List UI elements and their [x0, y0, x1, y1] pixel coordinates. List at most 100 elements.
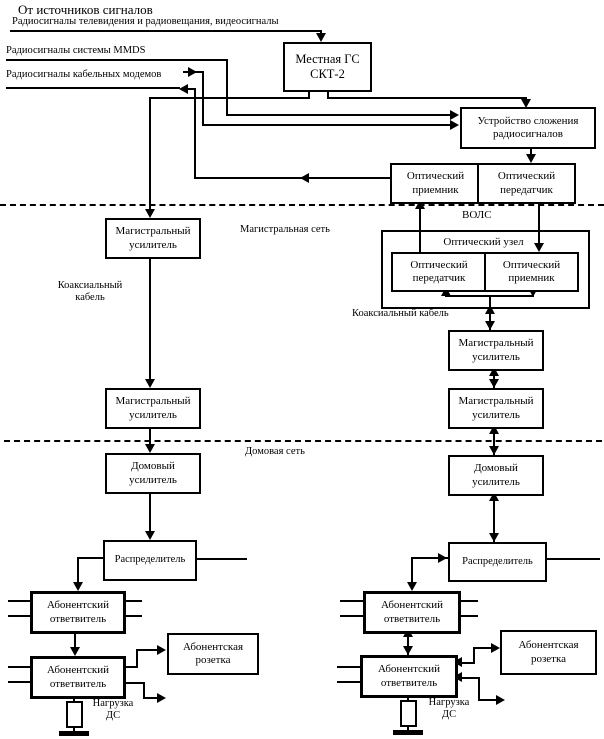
tap-stub [120, 615, 142, 617]
arrowhead-into-tap-left2 [70, 647, 80, 656]
tap-right2-upper-h2 [473, 647, 491, 649]
wire-modems-to-combiner [202, 124, 450, 126]
tap-left1-box: Абонентский ответвитель [30, 591, 126, 634]
link-taps-right [407, 628, 409, 655]
arrowhead-into-outlet-left [157, 645, 166, 655]
tap-right2-upper-h1 [458, 662, 475, 664]
tap-stub [8, 666, 30, 668]
arrowhead-down-tap-right2 [403, 646, 413, 655]
splitter-right-tap-link-v [411, 557, 413, 583]
headend-left-stub [308, 88, 310, 99]
headend-optical-tx-box: Оптический передатчик [477, 163, 576, 204]
link-house-splitter-right [493, 492, 495, 542]
link-trunk2-house-left [149, 425, 151, 445]
arrowhead-up-trunk1-right [489, 367, 499, 376]
arrowhead-modems-forward [188, 67, 197, 77]
arrowhead-drop-right [496, 695, 505, 705]
arrowhead-into-opt-tx [526, 154, 536, 163]
trunk-left-riser [149, 97, 151, 211]
tap-stub [120, 600, 142, 602]
tap-right2-lower-h1 [458, 677, 480, 679]
tap-left2-lower-v [143, 682, 145, 699]
arrowhead-return-mid [300, 173, 309, 183]
headend-right-stub [327, 88, 329, 99]
wire-combiner-to-opt-tx [530, 145, 532, 156]
wire-mmds-to-combiner [226, 114, 450, 116]
optical-node-box [381, 230, 590, 309]
arrowhead-into-trunk-amp-left1 [145, 209, 155, 218]
arrowhead-into-headend [316, 33, 326, 42]
arrowhead-into-splitter-right [438, 553, 447, 563]
load-right-label: Нагрузка ДС [428, 697, 470, 721]
tap-stub [8, 600, 30, 602]
tap-stub [337, 681, 360, 683]
tap-left2-upper-h1 [120, 666, 138, 668]
tap-right1-box: Абонентский ответвитель [363, 591, 461, 634]
link-trunk2-house-right [493, 425, 495, 455]
arrowhead-combiner-input-1 [450, 110, 459, 120]
arrowhead-into-house-amp-left [145, 444, 155, 453]
arrowhead-return-to-modems [179, 84, 188, 94]
node-optical-rx-box: Оптический приемник [484, 252, 579, 292]
tap-left2-box: Абонентский ответвитель [30, 656, 126, 699]
tap-right2-upper-v [473, 647, 475, 664]
arrowhead-from-node-rx [528, 288, 538, 297]
wire-return-top [188, 88, 196, 90]
arrowhead-down-house-right [489, 446, 499, 455]
source-mmds-label: Радиосигналы системы MMDS [6, 45, 146, 56]
arrowhead-up-trunk2-right [489, 425, 499, 434]
house-amp-left-box: Домовый усилитель [105, 453, 201, 494]
wire-headend-to-combiner [327, 97, 527, 99]
tap-stub [8, 681, 30, 683]
outlet-left-box: Абонентская розетка [167, 633, 259, 675]
source-modems-label: Радиосигналы кабельных модемов [6, 69, 162, 80]
arrowhead-into-tap-left1 [73, 582, 83, 591]
trunk-network-label: Магистральная сеть [240, 224, 330, 235]
wire-return-riser [194, 88, 196, 179]
trunk-amp-right2-box: Магистральный усилитель [448, 388, 544, 429]
wire-mmds [6, 59, 228, 61]
splitter-left-tap-link-h [77, 557, 105, 559]
splitter-right-box: Распределитель [448, 542, 547, 582]
tap-stub [455, 615, 478, 617]
arrowhead-into-splitter-left [145, 531, 155, 540]
wire-headend-to-trunk [149, 97, 310, 99]
splitter-left-tap-link-v [77, 557, 79, 583]
wire-modems [6, 87, 180, 89]
arrowhead-drop-left [157, 693, 166, 703]
trunk-amp-right1-box: Магистральный усилитель [448, 330, 544, 371]
coax-cable-left-label: Коаксиальный кабель [57, 280, 123, 304]
arrowhead-combiner-input-2 [450, 120, 459, 130]
arrowhead-up-house-right [489, 492, 499, 501]
wire-return-horizontal [194, 177, 390, 179]
diagram-title: От источников сигналов [18, 2, 153, 17]
link-taps-left [74, 628, 76, 648]
tap-stub [340, 600, 363, 602]
tap-right2-lower-v [478, 677, 480, 701]
arrowhead-combiner-top [521, 99, 531, 108]
load-resistor-right [400, 700, 417, 727]
optical-node-label: Оптический узел [443, 236, 524, 248]
arrowhead-into-node-rx [534, 243, 544, 252]
tap-left2-upper-v [136, 649, 138, 668]
tap-left2-lower-h1 [120, 682, 145, 684]
load-left-label: Нагрузка ДС [92, 698, 134, 722]
coax-cable-right-label: Коаксиальный кабель [352, 308, 449, 319]
splitter-left-box: Распределитель [103, 540, 197, 581]
ground-left [59, 731, 89, 736]
tap-left2-lower-h2 [143, 697, 157, 699]
load-right-gnd-stub [407, 727, 409, 730]
splitter-right-output [543, 558, 600, 560]
trunk-boundary-dashed-line [0, 204, 604, 206]
trunk-amp-left2-box: Магистральный усилитель [105, 388, 201, 429]
combiner-box: Устройство сложения радиосигналов [460, 107, 596, 149]
source-tv-label: Радиосигналы телевидения и радиовещания,… [12, 16, 279, 27]
house-network-label: Домовая сеть [245, 446, 305, 457]
tap-stub [455, 600, 478, 602]
tap-right2-lower-h2 [478, 699, 496, 701]
wire-tv [10, 30, 322, 32]
arrowhead-down-splitter-right [489, 533, 499, 542]
house-amp-right-box: Домовый усилитель [448, 455, 544, 496]
coax-trunk-left [149, 255, 151, 379]
